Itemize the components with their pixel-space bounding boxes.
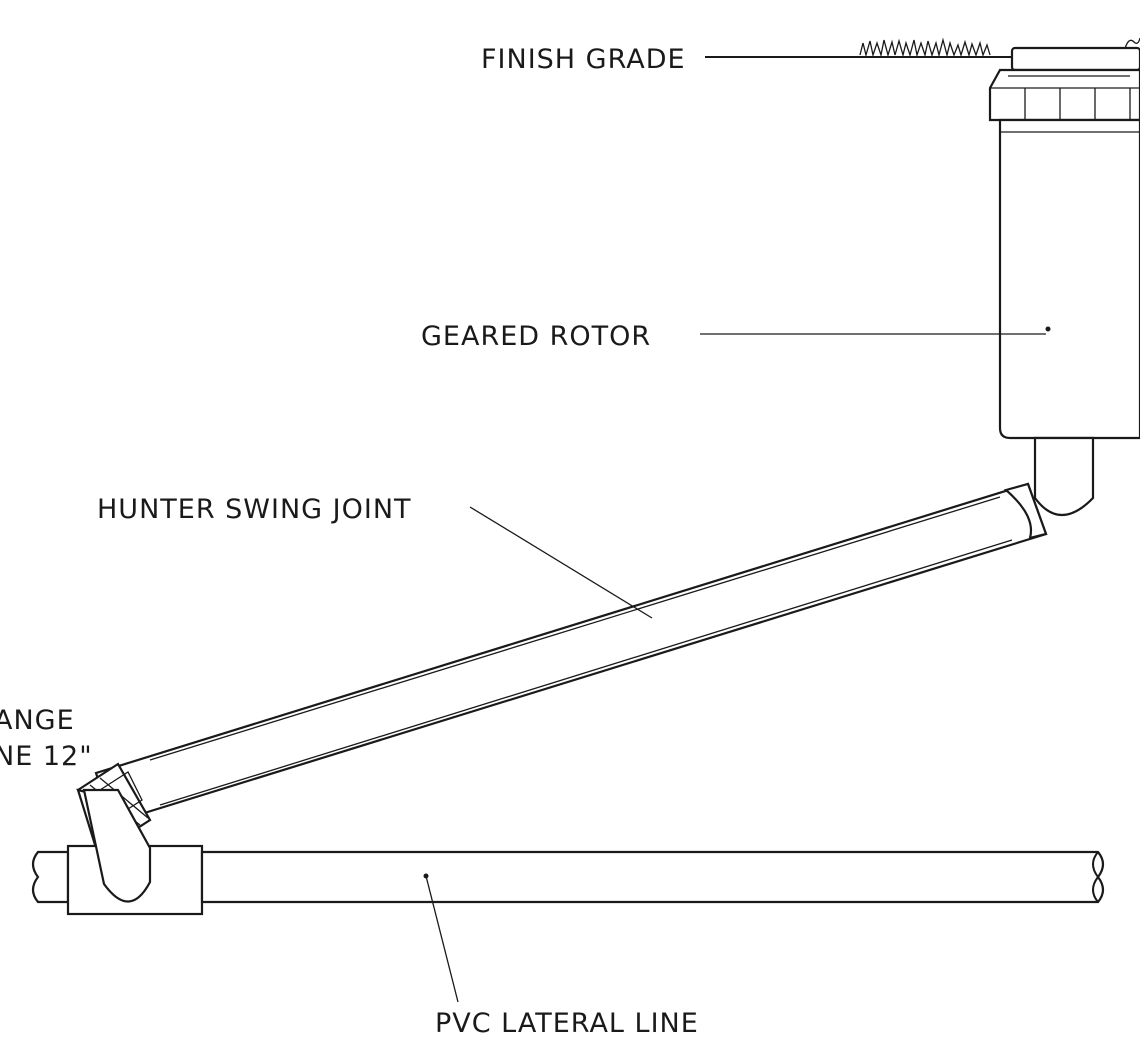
leader-swing-joint: [469, 506, 653, 619]
pvc-lateral-line: [31, 788, 1105, 916]
label-swing-joint: HUNTER SWING JOINT: [97, 494, 412, 525]
label-finish-grade: FINISH GRADE: [481, 44, 686, 75]
geared-rotor: [988, 46, 1140, 516]
swing-joint-pipe: [76, 482, 1048, 848]
label-lateral-line: PVC LATERAL LINE: [435, 1008, 699, 1039]
label-partial-line1: ANGE: [0, 705, 75, 736]
label-geared-rotor: GEARED ROTOR: [421, 321, 651, 352]
leader-lateral-line: [425, 875, 459, 1003]
label-partial-line2: NE 12": [0, 741, 93, 772]
grass-icon: [859, 37, 991, 58]
